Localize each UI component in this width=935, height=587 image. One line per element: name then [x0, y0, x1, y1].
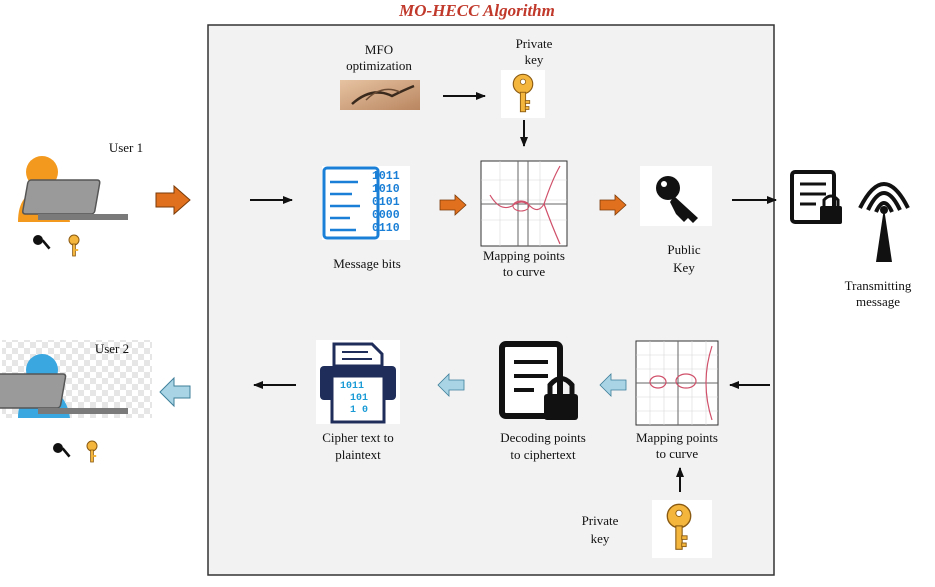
- printer-digits-2: 101: [350, 393, 368, 404]
- blue-arrow-decode-to-printer: [437, 373, 465, 397]
- user1-gold-key-icon: [68, 234, 80, 257]
- binary-row-5: 0110: [372, 222, 400, 235]
- mfo-label-line2: optimization: [346, 58, 412, 73]
- printer-icon: 1011 101 1 0: [316, 340, 400, 424]
- user1-black-key-icon: [33, 235, 51, 250]
- blue-arrow-map-to-decode: [599, 373, 627, 397]
- blue-arrow-user2: [159, 376, 191, 408]
- mapping-bottom-line1: Mapping points: [636, 430, 718, 445]
- transmitting-line1: Transmitting: [845, 278, 912, 293]
- cipher-plain-line1: Cipher text to: [322, 430, 394, 445]
- public-key-icon: [656, 176, 698, 223]
- mapping-top-line1: Mapping points: [483, 248, 565, 263]
- orange-arrow-user1: [155, 184, 191, 216]
- antenna-icon: [858, 182, 910, 262]
- user2-icon: [0, 354, 128, 418]
- curve-plot-icon-bottom: [635, 340, 719, 426]
- user1-icon: [18, 156, 128, 222]
- mfo-label-line1: MFO: [365, 42, 393, 57]
- decoding-line1: Decoding points: [500, 430, 586, 445]
- public-key-line1: Public: [667, 242, 700, 257]
- mapping-top-line2: to curve: [503, 264, 545, 279]
- lock-document-icon-decode: [499, 341, 578, 420]
- diagram-title: MO-HECC Algorithm: [398, 1, 555, 20]
- decoding-line2: to ciphertext: [510, 447, 576, 462]
- private-key-bottom-line2: key: [591, 531, 610, 546]
- private-key-bottom-line1: Private: [582, 513, 619, 528]
- private-key-top-line1: Private: [516, 36, 553, 51]
- binary-row-3: 0101: [372, 196, 400, 209]
- binary-row-4: 0000: [372, 209, 400, 222]
- binary-row-2: 1010: [372, 183, 400, 196]
- user1-label: User 1: [109, 140, 143, 155]
- orange-arrow-msg-to-map: [439, 194, 467, 216]
- printer-digits-3: 1 0: [350, 405, 368, 416]
- printer-digits-1: 1011: [340, 381, 364, 392]
- cipher-plain-line2: plaintext: [335, 447, 381, 462]
- binary-document-icon: 1011 1010 0101 0000 0110: [322, 166, 410, 240]
- algorithm-panel: [207, 24, 775, 576]
- user2-black-key-icon: [53, 443, 71, 458]
- mapping-bottom-line2: to curve: [656, 446, 698, 461]
- user2-gold-key-icon: [86, 440, 98, 463]
- user2-label: User 2: [95, 341, 129, 356]
- curve-plot-icon-top: [480, 160, 568, 247]
- orange-arrow-map-to-public: [599, 194, 627, 216]
- transmitting-line2: message: [856, 294, 900, 309]
- binary-row-1: 1011: [372, 170, 400, 183]
- lock-document-icon-transmit: [790, 170, 842, 224]
- message-bits-label: Message bits: [333, 256, 401, 271]
- moth-image: [340, 80, 420, 110]
- public-key-line2: Key: [673, 260, 695, 275]
- private-key-top-line2: key: [525, 52, 544, 67]
